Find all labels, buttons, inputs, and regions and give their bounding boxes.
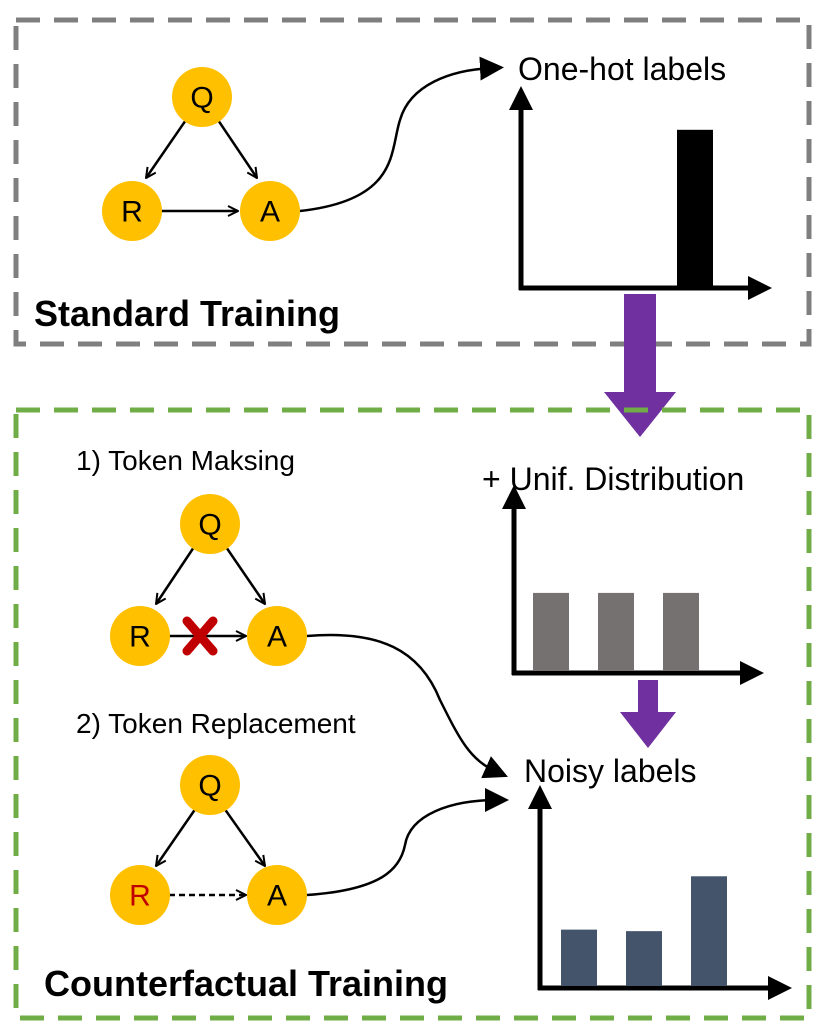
one-hot-labels-title: One-hot labels (518, 51, 726, 87)
counterfactual-training-frame (13, 407, 812, 1021)
uniform-chart (502, 485, 764, 685)
mask-node-q-label: Q (198, 509, 221, 542)
repl-edge-q-a (222, 807, 265, 866)
mask-node-a-label: A (267, 621, 287, 654)
repl-node-a: A (247, 865, 307, 925)
noisy-bar-1 (561, 929, 597, 986)
counterfactual-training-title: Counterfactual Training (44, 963, 448, 1004)
mask-node-q: Q (180, 494, 240, 554)
node-a-label: A (260, 196, 280, 229)
node-q: Q (172, 67, 232, 127)
edge-q-r (146, 116, 190, 178)
node-a: A (240, 181, 300, 241)
node-r: R (102, 181, 162, 241)
node-r-label: R (121, 196, 143, 229)
standard-training-title: Standard Training (34, 293, 340, 334)
standard-training-frame (13, 17, 812, 347)
edge-q-a (214, 116, 257, 178)
noisy-labels-title: Noisy labels (524, 753, 697, 789)
mask-node-a: A (247, 606, 307, 666)
uniform-distribution-title: + Unif. Distribution (482, 461, 744, 497)
mask-edge-q-r (156, 543, 198, 604)
flow-arrow-to-uniform (604, 294, 676, 437)
repl-edge-q-r (156, 807, 198, 866)
uniform-bar-2 (598, 592, 634, 671)
replacement-output-connector (306, 788, 509, 897)
repl-node-q: Q (180, 755, 240, 815)
noisy-bar-3 (691, 876, 727, 986)
uniform-bar-3 (663, 592, 699, 671)
repl-node-a-label: A (267, 880, 287, 913)
mask-edge-q-a (222, 543, 265, 604)
masking-output-connector (306, 633, 508, 779)
one-hot-bar-3 (677, 129, 713, 286)
standard-output-connector (299, 56, 504, 213)
mask-node-r-label: R (129, 621, 151, 654)
noisy-chart (528, 785, 792, 1000)
noisy-bar-2 (626, 931, 662, 986)
mask-cross-icon (182, 616, 218, 656)
node-q-label: Q (190, 82, 213, 115)
one-hot-chart (509, 86, 772, 300)
repl-node-r-label: R (129, 880, 151, 913)
token-replacement-label: 2) Token Replacement (76, 708, 356, 739)
token-masking-label: 1) Token Maksing (76, 445, 295, 476)
repl-node-r: R (110, 865, 170, 925)
flow-arrow-to-noisy (620, 680, 676, 748)
uniform-bar-1 (533, 592, 569, 671)
mask-node-r: R (110, 606, 170, 666)
repl-node-q-label: Q (198, 770, 221, 803)
